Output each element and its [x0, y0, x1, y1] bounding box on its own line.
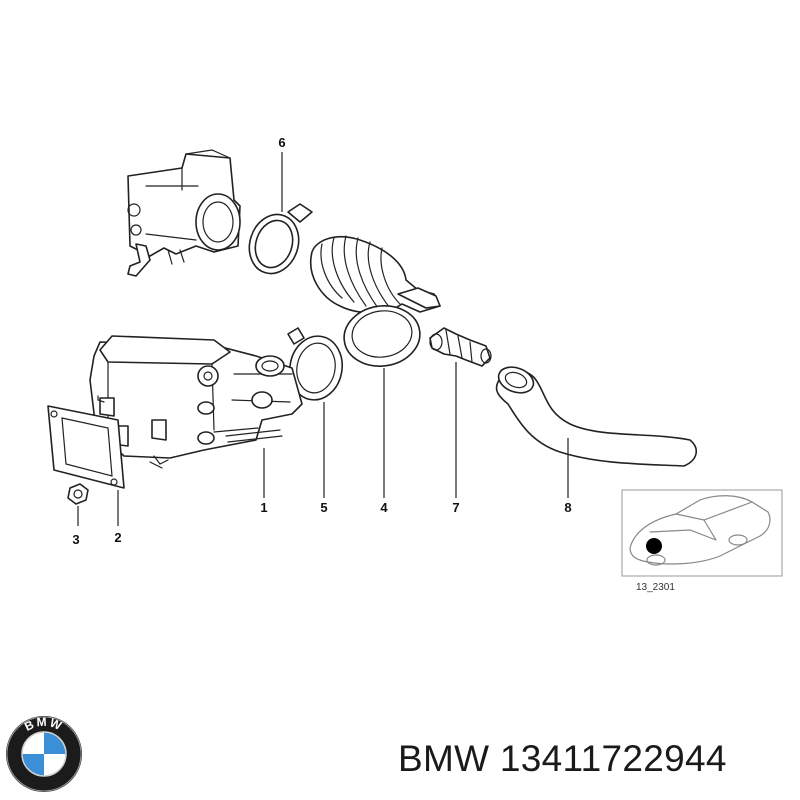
- callout-5: 5: [320, 500, 327, 515]
- callout-1: 1: [260, 500, 267, 515]
- callout-7: 7: [452, 500, 459, 515]
- vehicle-location-inset: 13_2301: [621, 489, 783, 593]
- air-flow-meter-1: [89, 335, 303, 469]
- gasket-2: [47, 405, 125, 489]
- hose-clamp-5: [287, 327, 344, 401]
- callout-3: 3: [72, 532, 79, 547]
- check-valve-7: [429, 327, 492, 367]
- callout-2: 2: [114, 530, 121, 545]
- vent-hose-8: [495, 366, 697, 467]
- nut-3: [67, 483, 89, 505]
- bmw-logo: BMW: [6, 715, 82, 792]
- callout-6: 6: [278, 135, 285, 150]
- brand-part-number: BMW 13411722944: [398, 738, 727, 779]
- bellows-hose-4: [309, 235, 441, 367]
- location-marker: [646, 538, 662, 554]
- hose-clamp-6: [248, 203, 313, 275]
- callout-4: 4: [380, 500, 388, 515]
- logo-letters: BMW: [22, 715, 63, 734]
- callout-8: 8: [564, 500, 571, 515]
- leader-lines: [77, 152, 569, 526]
- svg-text:BMW: BMW: [22, 715, 65, 734]
- inset-code: 13_2301: [636, 582, 675, 593]
- throttle-housing: [127, 149, 241, 277]
